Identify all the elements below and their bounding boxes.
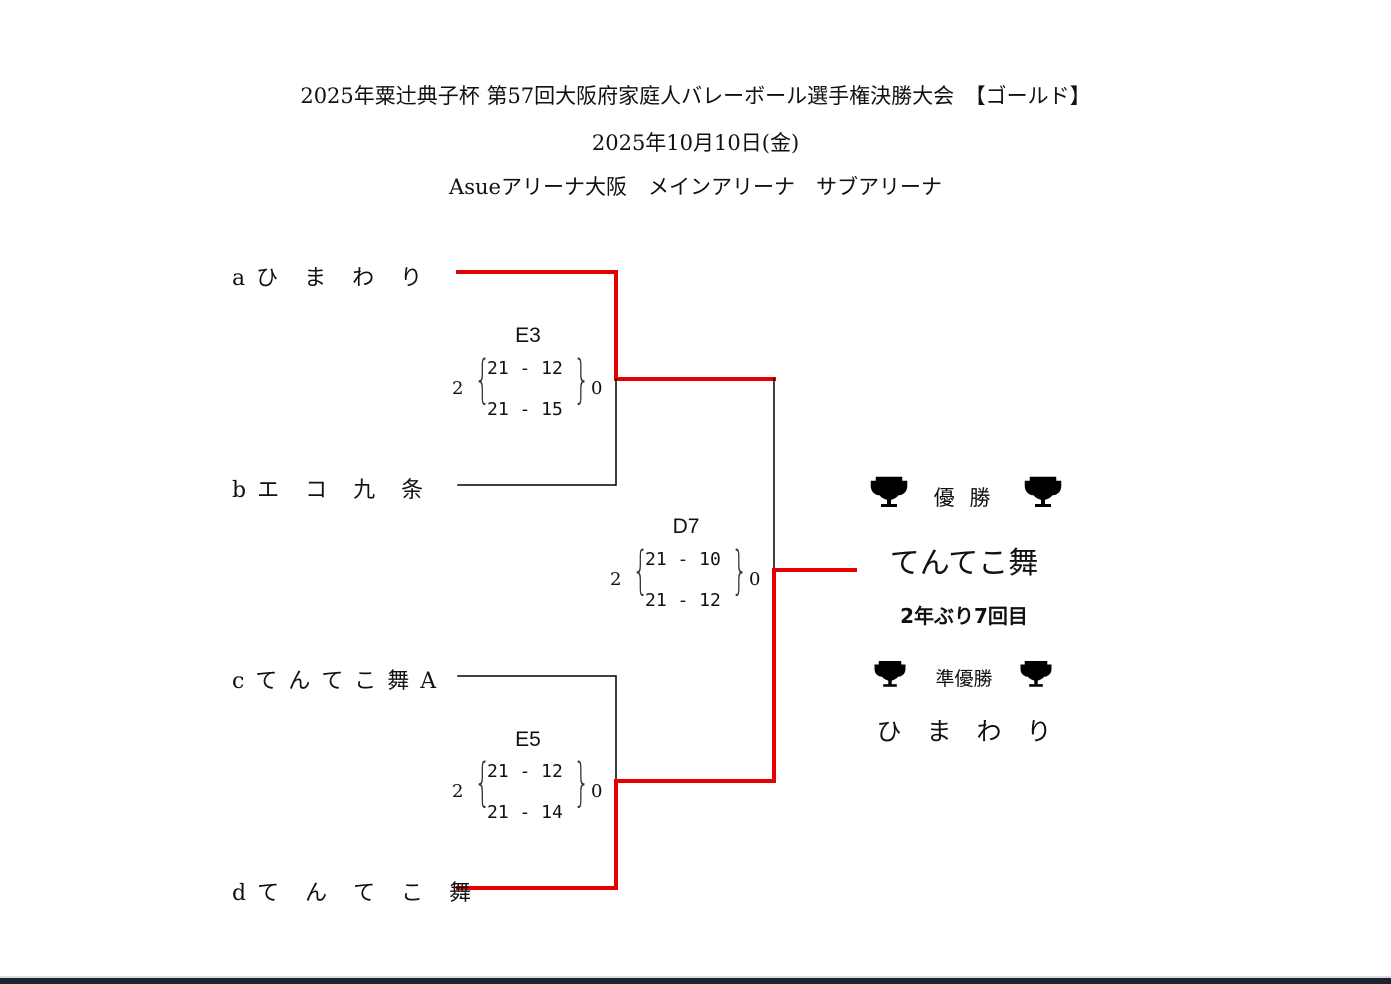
team-a: a ひ ま わ り [232, 260, 424, 292]
set-score: 21 - 12 [487, 761, 563, 782]
team-c: c て ん て こ 舞 A [232, 663, 438, 695]
brace-left: { [632, 541, 649, 601]
champion-note: 2年ぶり7回目 [900, 604, 1028, 628]
taskbar [0, 976, 1391, 984]
match-id: E5 [515, 728, 541, 751]
sets-won-left: 2 [452, 781, 464, 802]
team-b: b エ コ 九 条 [232, 472, 425, 504]
team-seed: b [232, 478, 249, 503]
event-date: 2025年10月10日(金) [591, 131, 800, 155]
runnerup-label: 準優勝 [935, 668, 993, 690]
champion-name: てんてこ舞 [889, 546, 1039, 581]
runnerup-name: ひ ま わ り [876, 717, 1052, 746]
champion-label: 優 勝 [933, 486, 995, 510]
sets-won-right: 0 [591, 781, 603, 802]
set-score: 21 - 12 [487, 358, 563, 379]
brace-right: } [731, 541, 748, 601]
event-venue: Asueアリーナ大阪 メインアリーナ サブアリーナ [449, 175, 942, 199]
brace-left: { [474, 350, 491, 410]
line-d-win [456, 568, 857, 890]
brace-left: { [474, 753, 491, 813]
brace-right: } [573, 350, 590, 410]
team-seed: d [232, 881, 249, 906]
line-b [457, 378, 617, 486]
sets-won-left: 2 [452, 378, 464, 399]
team-name: エ コ 九 条 [257, 478, 426, 503]
sets-won-right: 0 [591, 378, 603, 399]
set-score: 21 - 10 [645, 549, 721, 570]
brace-right: } [573, 753, 590, 813]
line-c [457, 675, 617, 782]
sets-won-left: 2 [610, 569, 622, 590]
set-score: 21 - 12 [645, 590, 721, 611]
sets-won-right: 0 [749, 569, 761, 590]
team-seed: c [232, 669, 247, 694]
line-a-win [456, 270, 776, 381]
team-name: ひ ま わ り [256, 266, 425, 291]
page-title: 2025年粟辻典子杯 第57回大阪府家庭人バレーボール選手権決勝大会 【ゴールド… [300, 84, 1091, 108]
match-id: E3 [515, 324, 541, 347]
match-id: D7 [672, 515, 700, 538]
team-d: d て ん て こ 舞 [232, 875, 473, 907]
team-seed: a [232, 266, 248, 291]
team-name: て ん て こ 舞 [257, 881, 474, 906]
set-score: 21 - 14 [487, 802, 563, 823]
set-score: 21 - 15 [487, 399, 563, 420]
team-name: て ん て こ 舞 A [255, 669, 439, 694]
